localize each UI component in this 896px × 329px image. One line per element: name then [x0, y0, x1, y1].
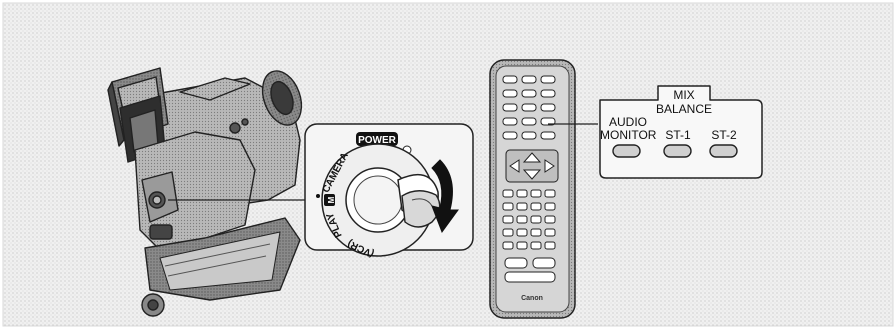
remote-brand-label: Canon: [521, 295, 543, 302]
st-2-label: ST-2: [706, 129, 742, 141]
audio-monitor-button[interactable]: [613, 145, 640, 157]
audio-monitor-label-line2: MONITOR: [600, 129, 656, 141]
mix-balance-label-line1: MIX: [660, 89, 708, 101]
power-dial-callout: POWER CAMERA M PLAY (VCR): [305, 124, 473, 259]
audio-monitor-label-line1: AUDIO: [604, 116, 652, 128]
st-1-label: ST-1: [660, 129, 696, 141]
st-2-button[interactable]: [710, 145, 737, 157]
mix-balance-label-line2: BALANCE: [654, 103, 714, 115]
camera-badge-label: M: [327, 196, 336, 203]
st-1-button[interactable]: [664, 145, 691, 157]
remote-control: Canon: [490, 60, 575, 318]
